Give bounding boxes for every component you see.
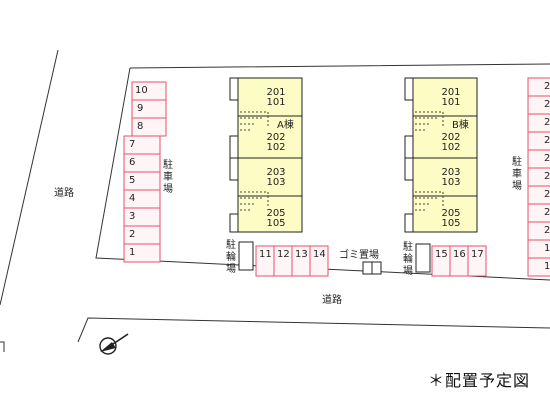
right-parking-slot: 2 [544,171,550,182]
parking-slot-17: 17 [471,249,484,260]
right-parking-slot: 2 [544,189,550,200]
site-boundary [95,63,550,281]
parking-slot-9: 9 [137,103,144,114]
parking-slot-7: 7 [129,139,136,150]
layout-note: ＊配置予定図 [428,371,531,390]
bike-parking-b-box [415,243,431,273]
left-parking-lower [123,135,161,263]
parking-slot-10: 10 [135,85,148,96]
bike-parking-a-box [238,241,254,271]
right-parking-slot: 1 [544,243,550,254]
unit-b-103: 103 [441,177,461,188]
unit-a-202: 202 [266,132,286,143]
parking-slot-16: 16 [453,249,466,260]
unit-a-201: 201 [266,87,286,98]
unit-a-203: 203 [266,167,286,178]
parking-slot-15: 15 [435,249,448,260]
parking-slot-11: 11 [259,249,272,260]
unit-a-102: 102 [266,142,286,153]
left-parking-upper [131,81,167,137]
unit-a-103: 103 [266,177,286,188]
right-parking [527,77,550,277]
unit-b-201: 201 [441,87,461,98]
unit-a-205: 205 [266,208,286,219]
right-parking-slot: 1 [544,261,550,272]
parking-slot-3: 3 [129,211,136,222]
bike-parking-b-label: 駐輪場 [403,242,413,277]
parking-slot-4: 4 [129,193,136,204]
road-label-left: 道路 [54,188,74,199]
right-parking-label: 駐車場 [512,157,522,192]
bike-parking-a-label: 駐輪場 [226,240,236,275]
left-road-edge [0,49,59,306]
unit-b-202: 202 [441,132,461,143]
unit-b-203: 203 [441,167,461,178]
parking-slot-6: 6 [129,157,136,168]
building-b [404,77,478,233]
bottom-parking-a [255,245,329,277]
building-a [229,77,303,233]
left-parking-label: 駐車場 [163,160,173,195]
corner-mark [0,341,5,352]
building-a-label: A棟 [277,120,294,131]
right-parking-slot: 2 [544,99,550,110]
unit-b-205: 205 [441,208,461,219]
lower-road-edge [77,317,550,343]
parking-slot-8: 8 [137,121,144,132]
garbage-label: ゴミ置場 [339,250,379,261]
building-b-label: B棟 [452,120,469,131]
road-label-bottom: 道路 [322,295,342,306]
unit-a-101: 101 [266,97,286,108]
right-parking-slot: 2 [544,207,550,218]
unit-b-101: 101 [441,97,461,108]
right-parking-slot: 2 [544,225,550,236]
bottom-parking-b [431,245,487,277]
parking-slot-13: 13 [295,249,308,260]
north-arrow-icon [99,333,129,355]
unit-b-105: 105 [441,218,461,229]
parking-slot-14: 14 [313,249,326,260]
parking-slot-5: 5 [129,175,136,186]
right-parking-slot: 2 [544,153,550,164]
unit-b-102: 102 [441,142,461,153]
right-parking-slot: 2 [544,135,550,146]
parking-slot-1: 1 [129,247,136,258]
parking-slot-2: 2 [129,229,136,240]
right-parking-slot: 2 [544,117,550,128]
parking-slot-12: 12 [277,249,290,260]
right-parking-slot: 2 [544,81,550,92]
unit-a-105: 105 [266,218,286,229]
